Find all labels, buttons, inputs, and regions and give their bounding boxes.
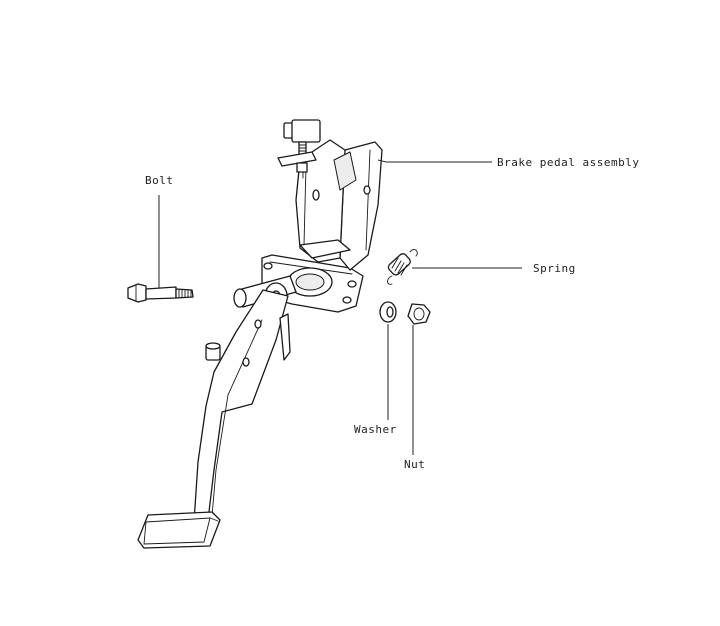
brake-pedal-assembly-label: Brake pedal assembly [497,156,640,169]
brake-pedal-assembly [137,119,383,549]
washer-part [379,301,397,323]
bolt-part [127,283,194,303]
nut-part [407,303,431,325]
nut-label: Nut [404,458,426,471]
assembly-leader-line [377,159,492,163]
spring-part [387,249,418,285]
spring-label: Spring [533,262,576,275]
washer-label: Washer [354,423,397,436]
bolt-label: Bolt [145,174,174,187]
